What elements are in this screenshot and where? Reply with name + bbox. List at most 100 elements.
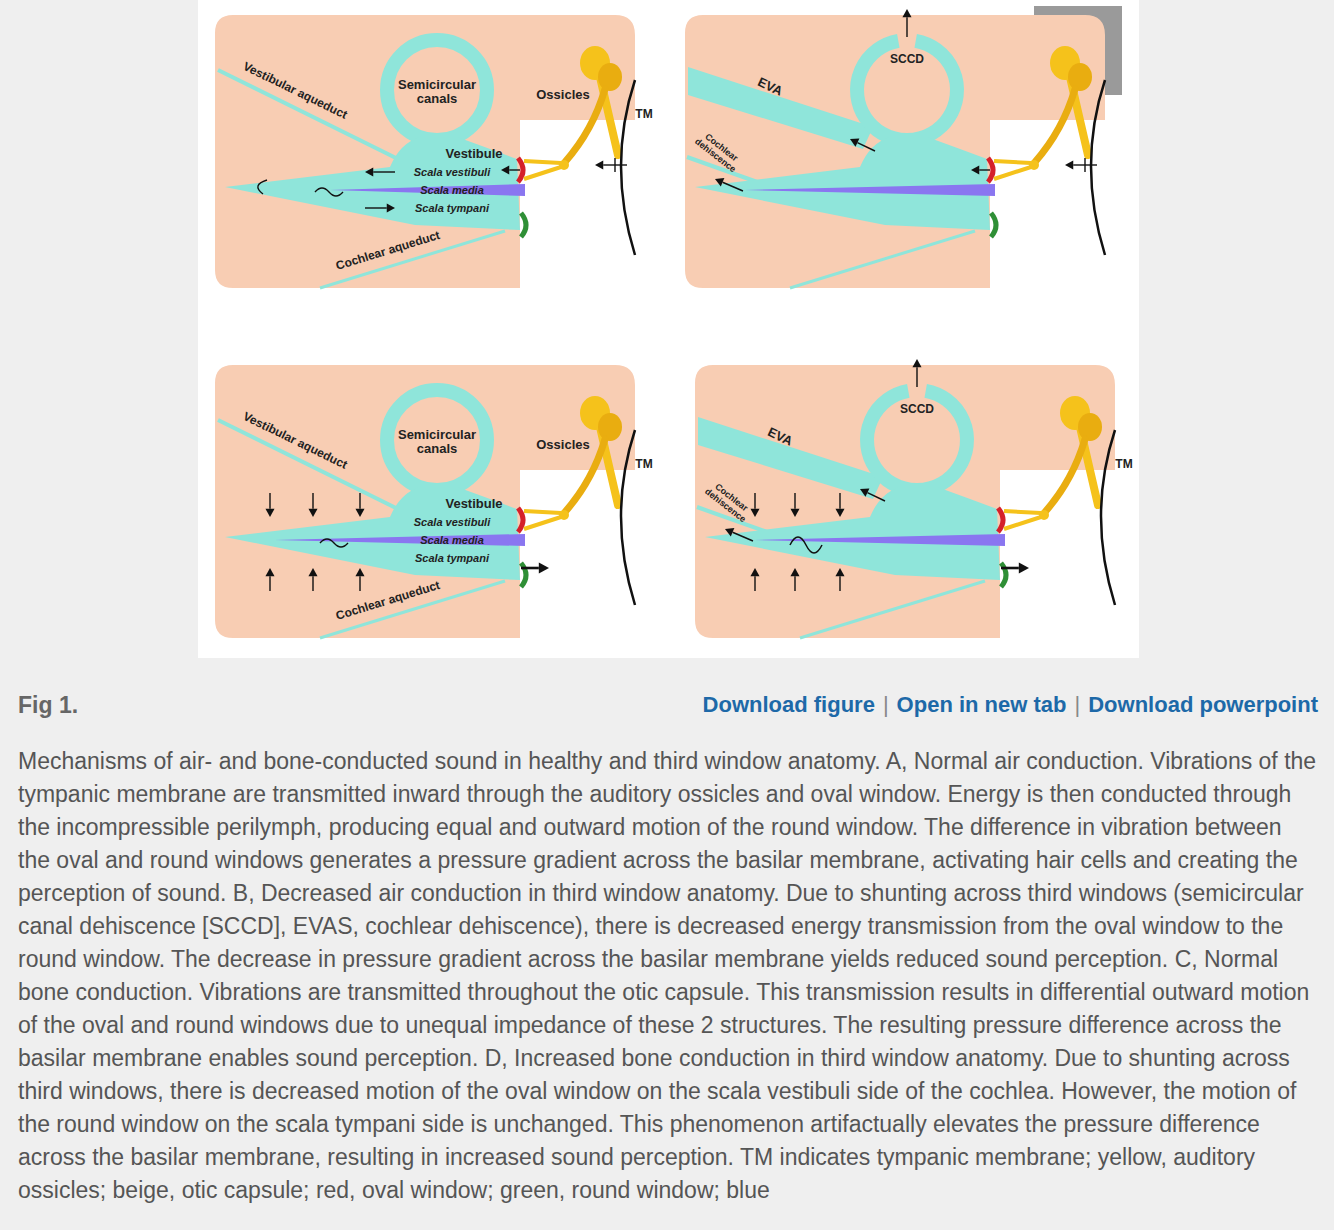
semicircular-canal [387,390,487,490]
part-label: Vestibule [445,147,502,161]
link-separator: | [883,692,889,718]
download-link: Download figure [703,692,875,718]
part-label: Ossicles [536,438,590,452]
arrow-shaft [733,532,753,541]
arrow-shaft [754,493,755,509]
arrow-head [860,488,869,496]
figure-caption: Mechanisms of air- and bone-conducted so… [18,745,1318,1207]
oval-window [518,508,523,532]
arrow-head [750,568,759,576]
arrow-head [355,509,364,517]
wave [790,537,822,553]
stapes-crus [524,161,561,163]
incus-body [1078,413,1102,441]
figure-panel [198,0,1139,658]
arrow-shaft [794,493,795,509]
part-label: Semicircular canals [392,428,482,457]
part-label: Scala media [420,184,484,196]
vestibular-aqueduct [218,420,400,510]
arrow-head [501,165,509,174]
arrow-shaft [1001,567,1019,570]
otic-capsule [695,365,1115,638]
arrow-shaft [723,182,743,191]
arrow-head [365,167,373,176]
arrow-shaft [794,576,795,591]
arrow-shaft [373,171,395,172]
stapes-crus [524,511,561,513]
arrow-shaft [312,576,313,591]
arrow-shaft [916,367,917,387]
arrow-shaft [906,17,907,37]
otic-capsule [215,365,635,638]
round-window [521,213,526,237]
arrow-head [308,568,317,576]
arrow-shaft [839,493,840,509]
stapes-crus [994,161,1031,163]
arrow-head [835,568,844,576]
arrow-head [790,509,799,517]
part-label: TM [635,458,652,471]
arrow-shaft [857,143,875,151]
tympanic-membrane [1091,80,1105,255]
scala-media-band [330,184,525,196]
enlarged-vestibular-aqueduct [688,67,873,149]
part-label: Scala media [420,534,484,546]
ear-panel [215,365,635,638]
wave [315,188,343,196]
vestibular-aqueduct [218,70,400,160]
tympanic-membrane [621,430,635,605]
cochlear-aqueduct [800,581,985,638]
round-window [521,563,526,587]
arrow-shaft [754,576,755,591]
part-label: Scala tympani [415,202,489,214]
stapes-head [1039,510,1049,520]
figure-number: Fig 1. [18,692,78,719]
arrow-head [595,160,603,169]
otic-capsule [685,15,1105,288]
arrow-head [355,568,364,576]
arrow-tick [1084,158,1085,172]
part-label: SCCD [900,403,934,416]
arrow-head [715,178,724,186]
scala-media-band [745,184,995,196]
part-label: Semicircular canals [392,78,482,107]
arrow-head [265,509,274,517]
tympanic-membrane [621,80,635,255]
part-label: Scala vestibuli [414,516,490,528]
arrow-shaft [979,169,990,170]
incus-body [598,63,622,91]
download-link: Open in new tab [897,692,1067,718]
round-window [1001,563,1006,587]
enlarged-vestibular-aqueduct [698,417,883,499]
arrow-tick [614,158,615,172]
semicircular-canal [387,40,487,140]
stapes-crus [1004,517,1041,529]
round-window [991,213,996,237]
stapes-crus [994,167,1031,179]
curly-arrow [258,180,267,194]
arrow-shaft [269,493,270,509]
stapes-crus [524,167,561,179]
arrow-shaft [839,576,840,591]
cochlea [225,487,520,580]
part-label: Scala tympani [415,552,489,564]
arrow-head [387,203,395,212]
arrow-head [539,562,549,573]
arrow-head [912,359,921,367]
oval-window [998,508,1003,532]
ear-panel [215,15,635,288]
arrow-head [1065,160,1073,169]
cochlea [695,137,990,230]
stapes-crus [1004,511,1041,513]
part-label: TM [635,108,652,121]
arrow-head [265,568,274,576]
link-separator: | [1075,692,1081,718]
cochlea [705,487,1000,580]
stapes-head [1029,160,1039,170]
arrow-shaft [867,493,885,501]
arrow-shaft [359,576,360,591]
stapes-head [559,160,569,170]
stapes-head [559,510,569,520]
stapes-crus [524,517,561,529]
scala-media-band [275,534,525,546]
